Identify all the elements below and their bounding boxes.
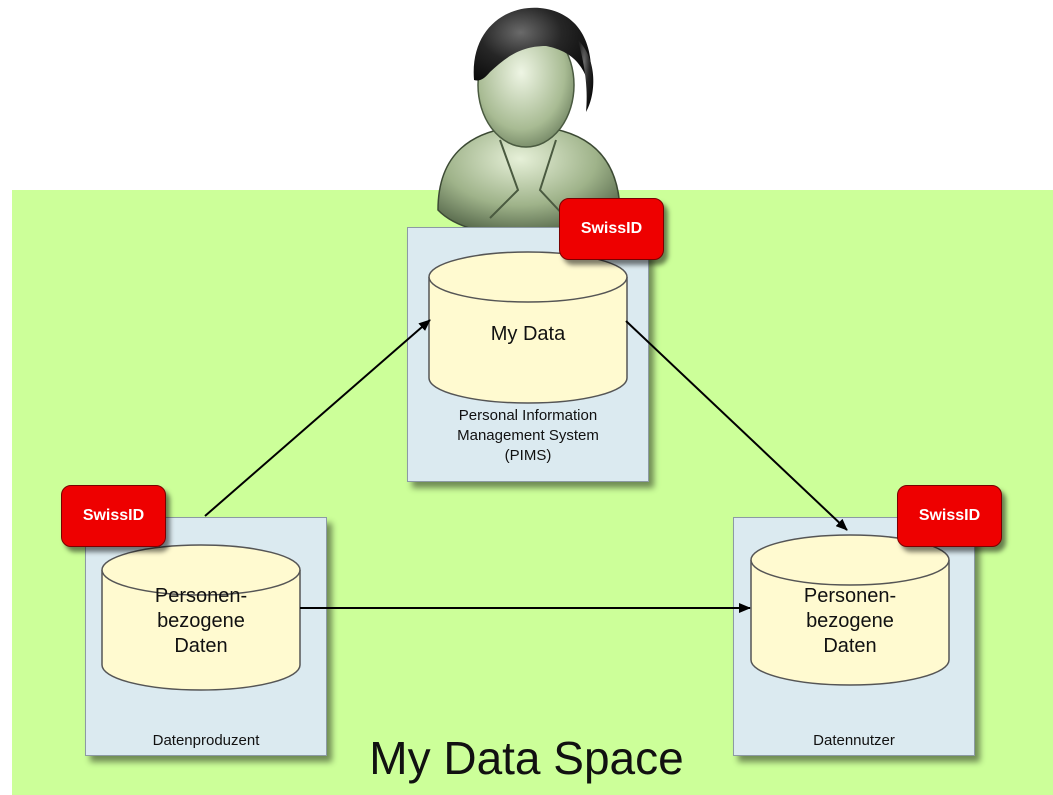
producer-database-label: Personen- bezogene Daten xyxy=(102,584,300,659)
producer-caption: Datenproduzent xyxy=(152,732,260,749)
pims-swissid-badge: SwissID xyxy=(559,198,664,260)
pims-database-label: My Data xyxy=(490,323,566,345)
arrow-pims-to-consumer xyxy=(625,320,848,531)
producer-database-label-line-2: bezogene xyxy=(157,610,245,632)
pims-caption: Personal Information Management System (… xyxy=(408,406,648,466)
consumer-database-label-line-2: bezogene xyxy=(806,610,894,632)
producer-database-label-line-1: Personen- xyxy=(154,585,248,607)
consumer-database-label-line-3: Daten xyxy=(823,635,877,657)
consumer-database-label: Personen- bezogene Daten xyxy=(751,584,949,659)
pims-database-icon xyxy=(428,251,628,404)
space-title: My Data Space xyxy=(369,732,684,784)
pims-caption-line-2: Management System xyxy=(457,427,599,444)
producer-database-icon xyxy=(101,544,301,691)
pims-caption-line-1: Personal Information xyxy=(458,407,598,424)
consumer-swissid-badge: SwissID xyxy=(897,485,1002,547)
consumer-database-label-line-1: Personen- xyxy=(803,585,897,607)
pims-caption-line-3: (PIMS) xyxy=(504,447,552,464)
arrow-producer-to-pims xyxy=(204,319,431,517)
producer-database-label-line-3: Daten xyxy=(174,635,228,657)
consumer-database-icon xyxy=(750,534,950,686)
consumer-caption: Datennutzer xyxy=(813,732,895,749)
producer-swissid-badge: SwissID xyxy=(61,485,166,547)
